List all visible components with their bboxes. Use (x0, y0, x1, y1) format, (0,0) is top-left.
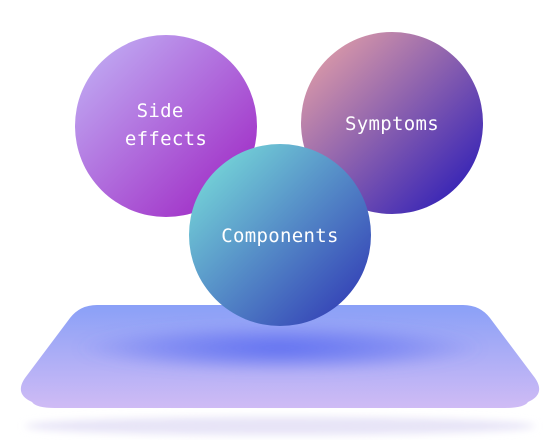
circle-symptoms: Symptoms (301, 32, 483, 214)
circle-side-effects: Side effects (75, 35, 257, 217)
platform-glow (75, 324, 485, 372)
circle-label-components: Components (221, 225, 338, 247)
circle-components: Components (189, 144, 371, 326)
circle-label-side-effects: Side effects (125, 100, 207, 150)
circle-label-symptoms: Symptoms (345, 113, 439, 135)
platform-floor-shadow (25, 417, 535, 435)
